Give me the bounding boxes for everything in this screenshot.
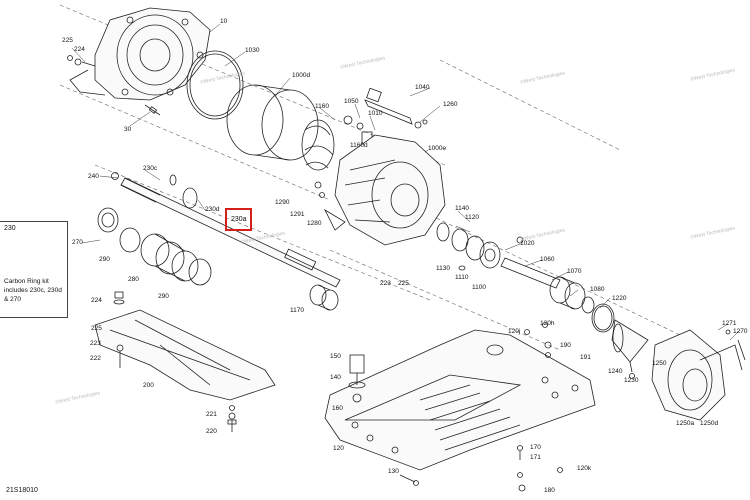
part-230a-drive-shaft <box>111 172 341 288</box>
part-1271-1270-bolts <box>725 329 746 361</box>
part-label: 1130 <box>436 265 450 272</box>
part-label: 222 <box>90 355 101 362</box>
part-label: 1160d <box>350 142 368 149</box>
part-label: 120j <box>508 328 521 335</box>
part-1030-wear-ring <box>186 50 244 120</box>
part-label: 1010 <box>368 110 383 117</box>
part-label: 223 <box>380 280 391 287</box>
part-30-stud <box>144 104 161 116</box>
part-label: 1060 <box>540 256 555 263</box>
part-label: 225 <box>62 37 73 44</box>
legend-title: 230 <box>4 225 16 232</box>
part-label: 224 <box>91 297 102 304</box>
part-label: 230c <box>143 165 158 172</box>
part-1000d-sleeve <box>226 84 319 161</box>
part-1040-rod <box>364 87 428 129</box>
part-label: 1230 <box>624 377 639 384</box>
part-label: 223 <box>90 340 101 347</box>
part-label: 120k <box>577 465 592 472</box>
part-1000e-pump-housing <box>324 134 446 246</box>
assembly-guide-lines <box>59 4 681 351</box>
part-label: 180 <box>544 487 555 494</box>
part-270-290-280-boot-assembly <box>97 207 212 286</box>
part-label: 1050 <box>344 98 359 105</box>
part-1080-1220-rings <box>581 296 615 333</box>
highlighted-part-label: 230a <box>231 216 247 223</box>
part-label: 190 <box>560 342 571 349</box>
part-1250-venturi <box>651 329 743 421</box>
part-label: 130 <box>388 468 399 475</box>
part-label: 1160 <box>315 103 329 110</box>
part-225-224-hardware <box>67 55 96 67</box>
carbon-ring-kit-legend: 230 Carbon Ring kit includes 230c, 230d … <box>0 221 68 318</box>
part-label: 240 <box>88 173 99 180</box>
part-label: 1240 <box>608 368 623 375</box>
part-label: 1020 <box>520 240 535 247</box>
part-label: 1280 <box>307 220 322 227</box>
part-label: 1250d <box>700 420 719 427</box>
part-130-170-171-180-hardware <box>399 445 563 492</box>
part-label: 1250 <box>652 360 667 367</box>
part-label: 1000d <box>292 72 311 79</box>
part-label: 1291 <box>290 211 305 218</box>
part-10-intake-housing <box>69 7 211 101</box>
part-label: 1270 <box>733 328 748 335</box>
part-label: 1250a <box>676 420 695 427</box>
part-label: 290 <box>158 293 169 300</box>
part-label: 1271 <box>722 320 737 327</box>
part-label: 1110 <box>455 274 469 281</box>
part-label: 290 <box>99 256 110 263</box>
part-label: 1290 <box>275 199 290 206</box>
part-label: 270 <box>72 239 83 246</box>
part-1140-1100-ring-series <box>436 222 501 271</box>
part-label: 220 <box>206 428 217 435</box>
part-label: 1000e <box>428 145 447 152</box>
part-label: 120 <box>333 445 344 452</box>
part-1070-bearing <box>549 276 586 310</box>
part-label: 1140 <box>455 205 469 212</box>
part-label: 280 <box>128 276 139 283</box>
part-label: 1040 <box>415 84 430 91</box>
diagram-reference-code: 21S18010 <box>6 487 38 494</box>
legend-text: Carbon Ring kit includes 230c, 230d & 27… <box>4 278 62 303</box>
part-label: 1170 <box>290 307 304 314</box>
part-label: 30 <box>124 126 132 133</box>
part-label: 221 <box>206 411 217 418</box>
part-label: 200 <box>143 382 154 389</box>
highlighted-part-callout[interactable]: 230a <box>225 208 252 231</box>
part-200-support-bracket <box>94 309 276 401</box>
part-label: 225 <box>91 325 102 332</box>
part-label: 1120 <box>465 214 479 221</box>
part-120j-120h-190-191-hardware <box>524 322 635 379</box>
part-label: 230d <box>205 206 220 213</box>
part-label: 140 <box>330 374 341 381</box>
part-221-220-bolts <box>227 405 237 432</box>
part-label: 1070 <box>567 268 582 275</box>
part-label: 1030 <box>245 47 260 54</box>
part-label: 160 <box>332 405 343 412</box>
part-label: 1260 <box>443 101 458 108</box>
part-1060-pump-shaft <box>500 236 561 289</box>
part-label: 224 <box>74 46 85 53</box>
part-120-ride-plate <box>324 329 596 471</box>
part-label: 120h <box>540 320 555 327</box>
part-1240-cone <box>611 319 649 373</box>
part-150-140-160-fittings <box>348 354 366 403</box>
part-label: 150 <box>330 353 341 360</box>
part-label: 170 <box>530 444 541 451</box>
part-1160-impeller <box>301 119 335 198</box>
part-label: 1100 <box>472 284 486 291</box>
part-1170-bushing <box>309 284 339 311</box>
part-label: 171 <box>530 454 541 461</box>
part-label: 1080 <box>590 286 605 293</box>
part-label: 1220 <box>612 295 627 302</box>
part-label: 10 <box>220 18 228 25</box>
part-label: 225 <box>398 280 409 287</box>
part-label: 191 <box>580 354 591 361</box>
